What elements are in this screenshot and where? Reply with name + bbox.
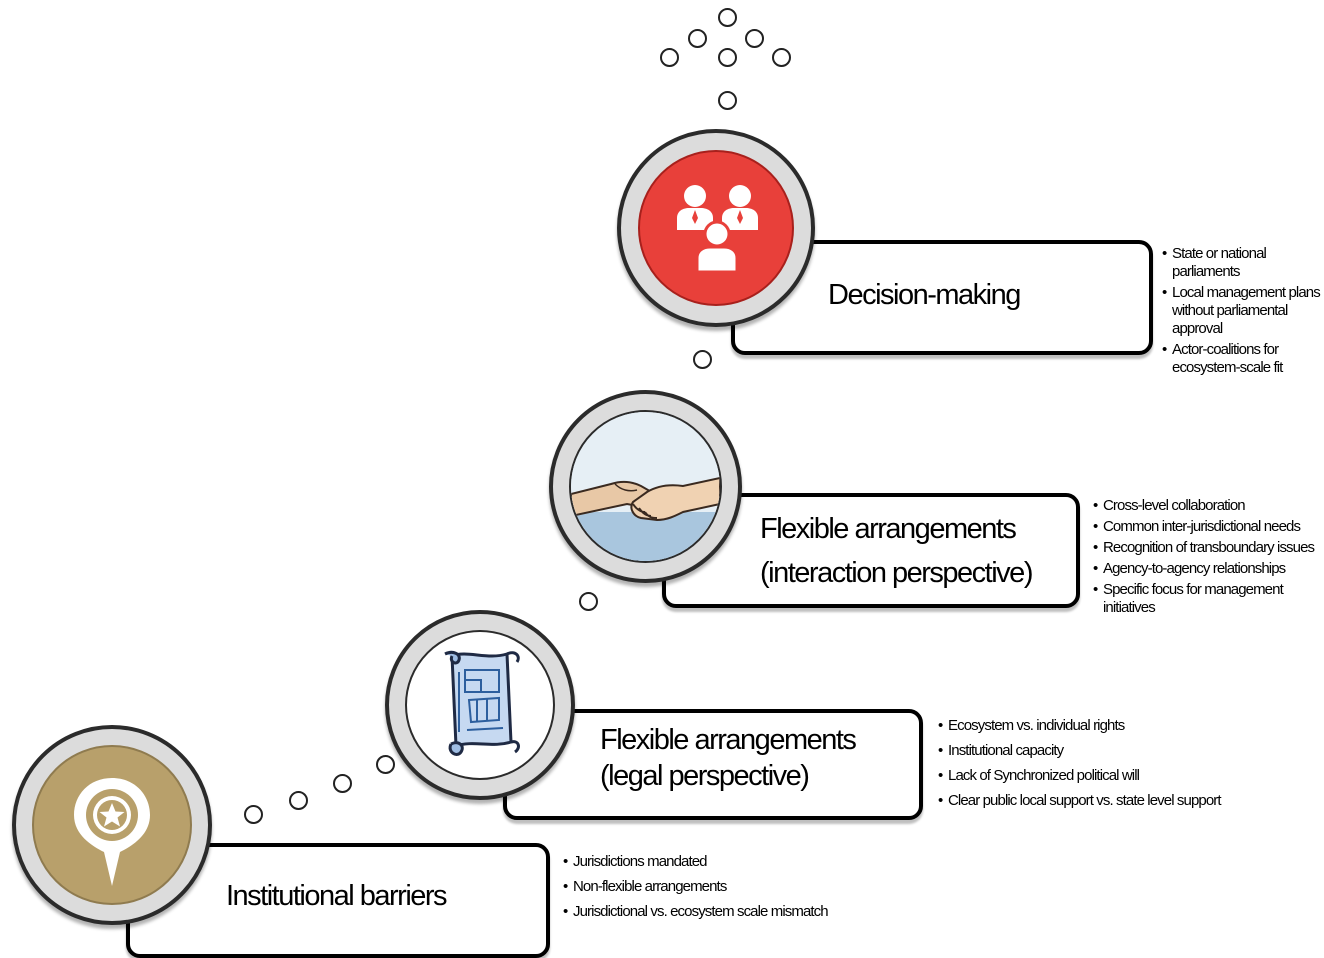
stage-icon-circle xyxy=(569,410,722,563)
bullet-item: Jurisdictions mandated xyxy=(563,849,943,874)
connector-dot xyxy=(376,755,395,774)
bullet-list-decision-making: State or national parliaments Local mana… xyxy=(1162,245,1322,377)
bullet-item: Non-flexible arrangements xyxy=(563,874,943,899)
stage-label-decision-making: Decision-making xyxy=(828,272,1021,318)
connector-dot xyxy=(772,48,791,67)
stage-label-line: (legal perspective) xyxy=(600,760,810,792)
bullet-item: Cross-level collaboration xyxy=(1093,497,1321,515)
bullet-item: Lack of Synchronized political will xyxy=(938,763,1318,788)
bullet-item: Actor-coalitions for ecosystem-scale fit xyxy=(1162,341,1322,377)
connector-dot xyxy=(718,48,737,67)
bullet-item: Agency-to-agency relationships xyxy=(1093,560,1321,578)
bullet-item: Local management plans without parliamen… xyxy=(1162,284,1322,338)
connector-dot xyxy=(745,29,764,48)
bullet-list-institutional-barriers: Jurisdictions mandated Non-flexible arra… xyxy=(563,849,943,924)
stage-label-institutional-barriers: Institutional barriers xyxy=(226,873,448,919)
bullet-item: Recognition of transboundary issues xyxy=(1093,539,1321,557)
stage-label-line: (interaction perspective) xyxy=(760,557,1033,589)
bullet-list-legal-perspective: Ecosystem vs. individual rights Institut… xyxy=(938,713,1318,813)
stage-label-legal-perspective: Flexible arrangements (legal perspective… xyxy=(600,722,857,794)
stage-label-line: Institutional barriers xyxy=(226,880,448,912)
stage-label-line: Flexible arrangements xyxy=(760,513,1017,545)
bullet-item: Clear public local support vs. state lev… xyxy=(938,788,1318,813)
blueprint-scroll-icon xyxy=(444,650,520,756)
stage-label-interaction-perspective: Flexible arrangements (interaction persp… xyxy=(760,507,1033,595)
connector-dot xyxy=(718,8,737,27)
stage-icon-circle xyxy=(32,745,192,905)
stage-icon-circle xyxy=(405,630,555,780)
stage-ring-decision-making xyxy=(617,129,815,327)
stage-box-legal-perspective xyxy=(503,709,923,820)
stage-icon-circle xyxy=(638,150,794,306)
stage-label-line: Decision-making xyxy=(828,279,1021,311)
bullet-item: Common inter-jurisdictional needs xyxy=(1093,518,1321,536)
connector-dot xyxy=(660,48,679,67)
connector-dot xyxy=(688,29,707,48)
connector-dot xyxy=(693,350,712,369)
bullet-list-interaction-perspective: Cross-level collaboration Common inter-j… xyxy=(1093,497,1321,617)
stage-label-line: Flexible arrangements xyxy=(600,724,857,756)
connector-dot xyxy=(244,805,263,824)
bullet-item: Ecosystem vs. individual rights xyxy=(938,713,1318,738)
bullet-item: Institutional capacity xyxy=(938,738,1318,763)
connector-dot xyxy=(333,774,352,793)
bullet-item: Jurisdictional vs. ecosystem scale misma… xyxy=(563,899,943,924)
stage-ring-institutional-barriers xyxy=(12,725,212,925)
people-group-icon xyxy=(677,185,758,274)
bullet-item: Specific focus for management initiative… xyxy=(1093,581,1321,617)
bullet-item: State or national parliaments xyxy=(1162,245,1322,281)
connector-dot xyxy=(579,592,598,611)
stage-ring-interaction-perspective xyxy=(549,390,742,583)
handshake-icon xyxy=(571,412,720,561)
map-pin-star-icon xyxy=(74,778,150,886)
connector-dot xyxy=(289,791,308,810)
stage-ring-legal-perspective xyxy=(385,610,575,800)
stage-box-interaction-perspective xyxy=(662,493,1080,608)
connector-dot xyxy=(718,91,737,110)
